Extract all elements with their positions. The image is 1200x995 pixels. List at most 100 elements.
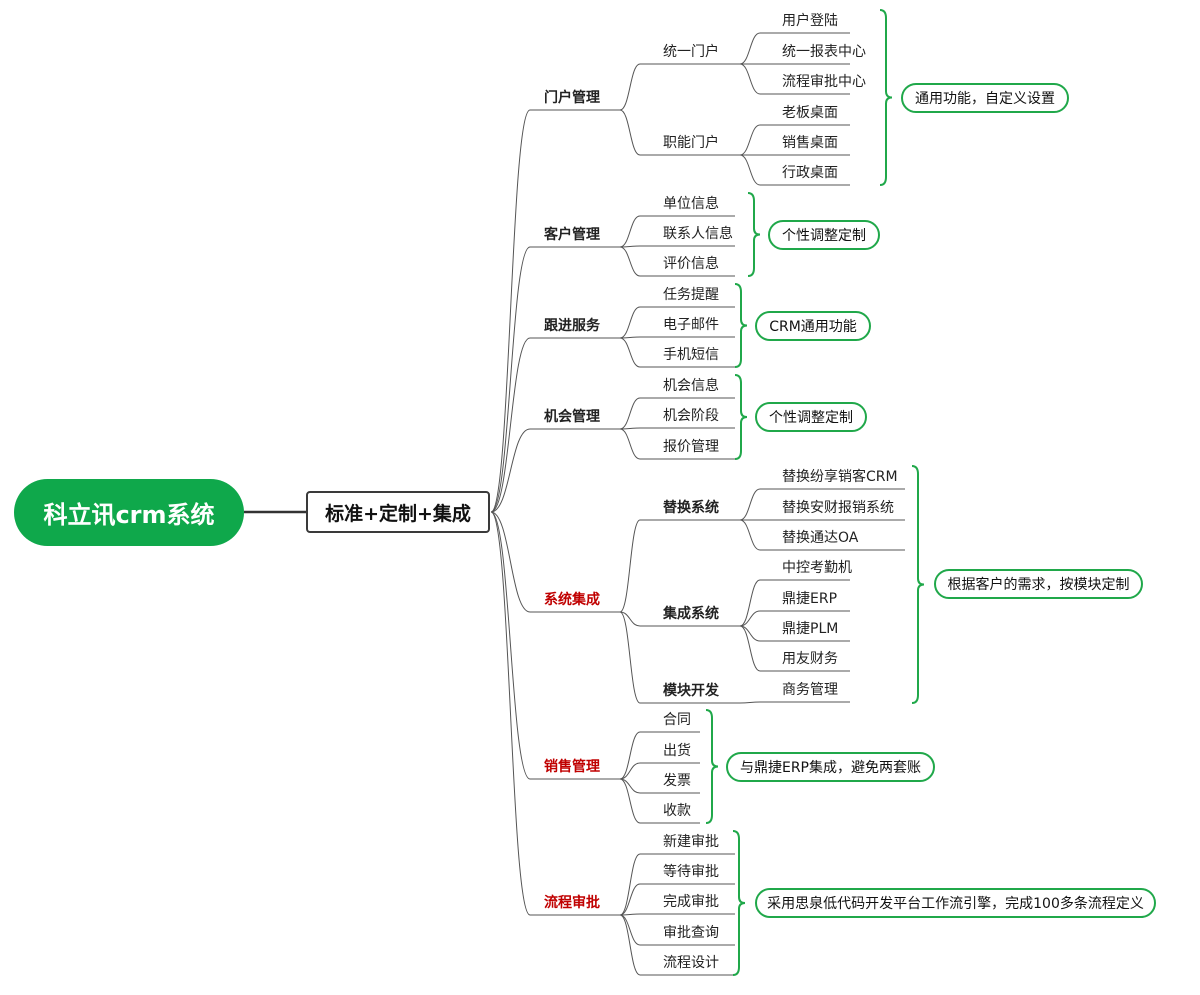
branch-portal[interactable]: 门户管理 [544,90,600,106]
leaf-line [739,579,850,627]
leaf-item[interactable]: 报价管理 [663,439,719,455]
note-customer[interactable]: 个性调整定制 [768,220,880,250]
branch-line [490,511,620,613]
leaf-item[interactable]: 评价信息 [663,256,719,272]
leaf-line [619,853,735,916]
note-portal[interactable]: 通用功能，自定义设置 [901,83,1069,113]
leaf-item[interactable]: 替换纷享销客CRM [782,469,898,485]
sub-line [619,109,740,156]
node-module-dev[interactable]: 模块开发 [663,683,719,699]
branch-line [490,246,620,513]
sub-line [619,611,740,704]
leaf-item[interactable]: 用户登陆 [782,13,838,29]
leaf-line [619,914,735,976]
branch-line [490,511,620,780]
branch-line [490,428,620,513]
leaf-line [739,625,850,642]
leaf-item[interactable]: 新建审批 [663,834,719,850]
note-opportunity[interactable]: 个性调整定制 [755,402,867,432]
node-role-portal[interactable]: 职能门户 [663,135,719,151]
branch-followup[interactable]: 跟进服务 [544,318,600,334]
leaf-item[interactable]: 机会信息 [663,378,719,394]
leaf-line [739,154,850,186]
leaf-line [619,336,735,339]
node-replace-system[interactable]: 替换系统 [663,500,719,516]
sub-line [619,519,740,613]
brace-sales [705,709,719,824]
leaf-item[interactable]: 机会阶段 [663,408,719,424]
note-integration[interactable]: 根据客户的需求，按模块定制 [934,569,1143,599]
branch-line [490,109,620,513]
leaf-line [739,124,850,156]
leaf-line [619,427,735,430]
leaf-line [739,701,850,704]
center-node[interactable]: 标准+定制+集成 [306,491,490,533]
branch-line [490,511,620,916]
leaf-line [739,519,905,551]
leaf-item[interactable]: 替换安财报销系统 [782,500,894,516]
leaf-item[interactable]: 商务管理 [782,682,838,698]
leaf-item[interactable]: 中控考勤机 [782,560,852,576]
leaf-line [619,883,735,916]
brace-workflow [732,830,746,976]
leaf-item[interactable]: 鼎捷PLM [782,621,839,637]
leaf-item[interactable]: 流程设计 [663,955,719,971]
leaf-line [619,762,700,780]
leaf-item[interactable]: 统一报表中心 [782,44,866,60]
leaf-item[interactable]: 流程审批中心 [782,74,866,90]
leaf-item[interactable]: 发票 [663,773,691,789]
brace-customer [747,192,761,277]
brace-integration [911,465,925,704]
leaf-line [739,625,850,672]
leaf-line [619,246,735,277]
leaf-line [619,778,700,794]
note-sales[interactable]: 与鼎捷ERP集成，避免两套账 [726,752,935,782]
leaf-item[interactable]: 完成审批 [663,894,719,910]
node-integrate-system[interactable]: 集成系统 [663,606,719,622]
note-workflow[interactable]: 采用思泉低代码开发平台工作流引擎，完成100多条流程定义 [755,888,1156,918]
leaf-line [739,32,850,65]
leaf-item[interactable]: 行政桌面 [782,165,838,181]
leaf-item[interactable]: 合同 [663,712,691,728]
leaf-line [739,63,850,95]
leaf-item[interactable]: 销售桌面 [782,135,838,151]
leaf-line [619,397,735,430]
leaf-item[interactable]: 手机短信 [663,347,719,363]
leaf-item[interactable]: 出货 [663,743,691,759]
node-unified-portal[interactable]: 统一门户 [663,44,719,60]
brace-opportunity [734,374,748,460]
leaf-item[interactable]: 审批查询 [663,925,719,941]
leaf-item[interactable]: 老板桌面 [782,105,838,121]
brace-portal [879,9,893,186]
leaf-item[interactable]: 收款 [663,803,691,819]
branch-customer[interactable]: 客户管理 [544,227,600,243]
leaf-line [619,215,735,248]
leaf-item[interactable]: 用友财务 [782,651,838,667]
leaf-line [619,245,735,248]
leaf-line [619,731,700,780]
leaf-item[interactable]: 单位信息 [663,196,719,212]
note-followup[interactable]: CRM通用功能 [755,311,871,341]
leaf-line [619,428,735,460]
leaf-item[interactable]: 等待审批 [663,864,719,880]
branch-sales[interactable]: 销售管理 [544,759,600,775]
branch-integration[interactable]: 系统集成 [544,592,600,608]
leaf-line [619,306,735,339]
root-node[interactable]: 科立讯crm系统 [14,479,244,546]
leaf-item[interactable]: 替换通达OA [782,530,859,546]
leaf-item[interactable]: 任务提醒 [663,287,719,303]
leaf-line [619,778,700,824]
branch-line [490,337,620,513]
leaf-item[interactable]: 鼎捷ERP [782,591,838,607]
leaf-item[interactable]: 联系人信息 [663,226,733,242]
leaf-line [619,913,735,916]
brace-followup [734,283,748,368]
leaf-line [739,610,850,627]
branch-opportunity[interactable]: 机会管理 [544,409,600,425]
leaf-line [619,337,735,368]
sub-line [619,63,740,111]
leaf-item[interactable]: 电子邮件 [663,317,719,333]
sub-line [619,611,740,627]
branch-workflow[interactable]: 流程审批 [544,895,600,911]
